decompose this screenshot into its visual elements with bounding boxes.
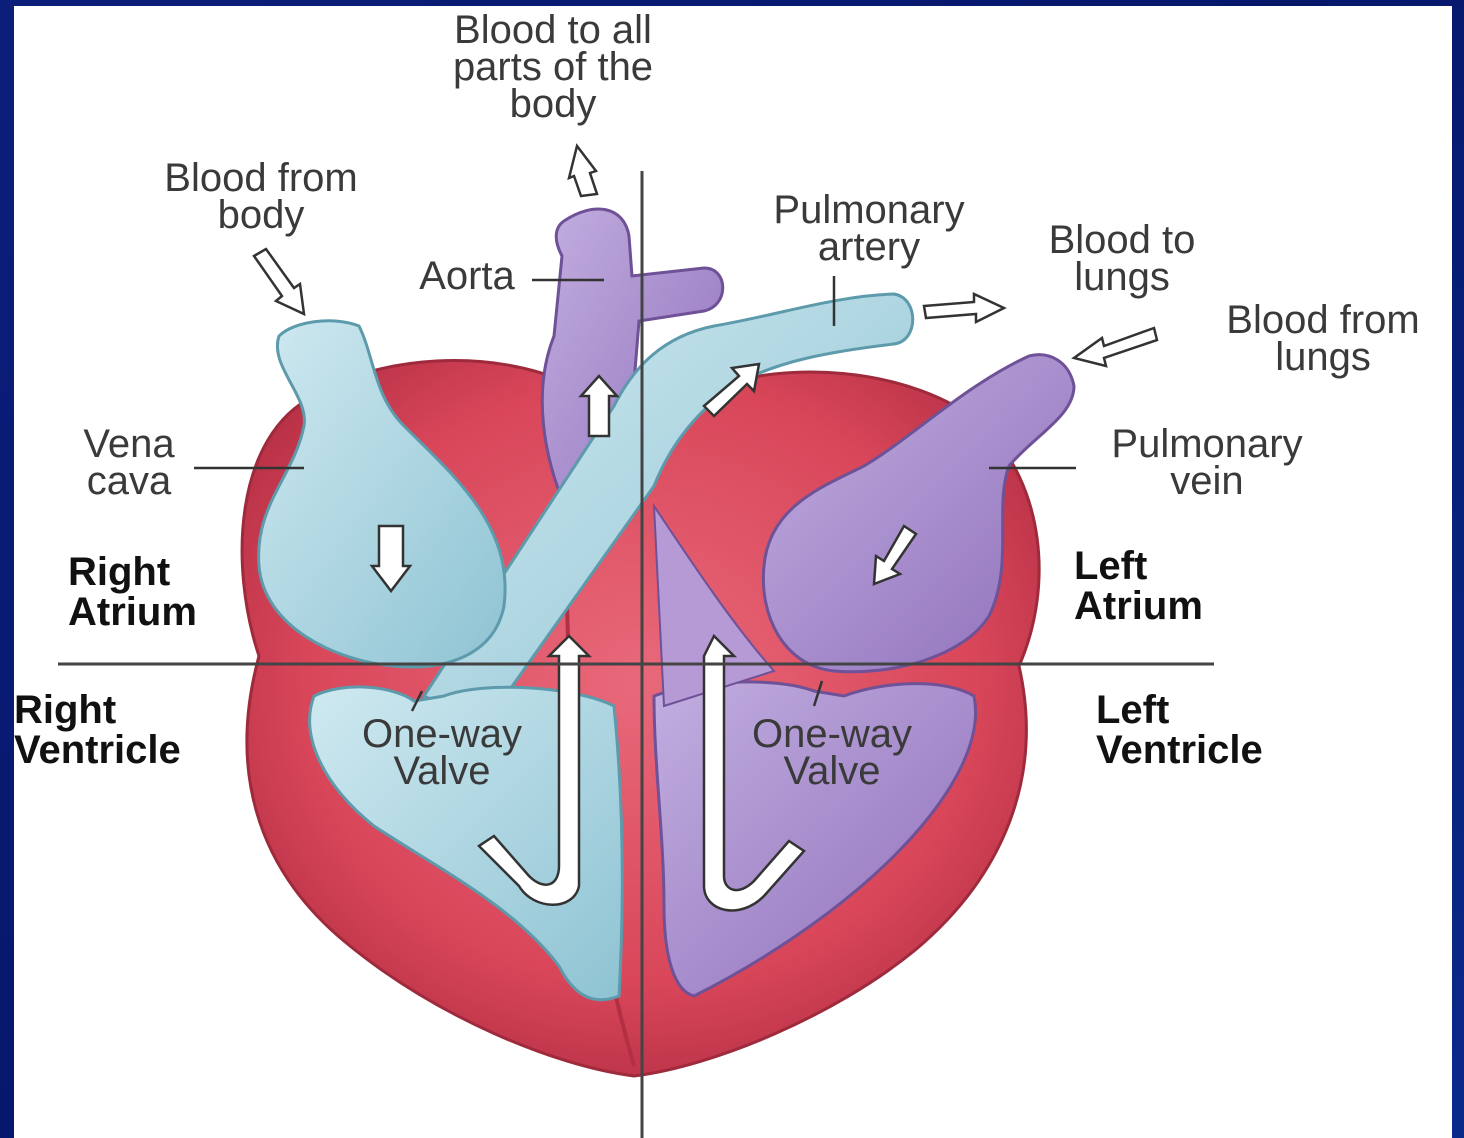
slide-frame: Blood to all parts of the body Blood fro… xyxy=(14,6,1452,1138)
label-valve-right: One-way Valve xyxy=(332,716,552,790)
label-pulmonary-artery: Pulmonary artery xyxy=(744,192,994,266)
label-vena-cava: Vena cava xyxy=(64,426,194,500)
label-valve-left: One-way Valve xyxy=(722,716,942,790)
label-blood-from-body: Blood from body xyxy=(126,160,396,234)
label-right-ventricle: Right Ventricle xyxy=(14,690,181,770)
label-aorta: Aorta xyxy=(402,258,532,295)
label-blood-to-lungs: Blood to lungs xyxy=(1022,222,1222,296)
label-pulmonary-vein: Pulmonary vein xyxy=(1082,426,1332,500)
label-blood-to-body: Blood to all parts of the body xyxy=(418,12,688,123)
label-left-atrium: Left Atrium xyxy=(1074,546,1203,626)
label-blood-from-lungs: Blood from lungs xyxy=(1194,302,1452,376)
label-left-ventricle: Left Ventricle xyxy=(1096,690,1263,770)
label-right-atrium: Right Atrium xyxy=(68,552,197,632)
